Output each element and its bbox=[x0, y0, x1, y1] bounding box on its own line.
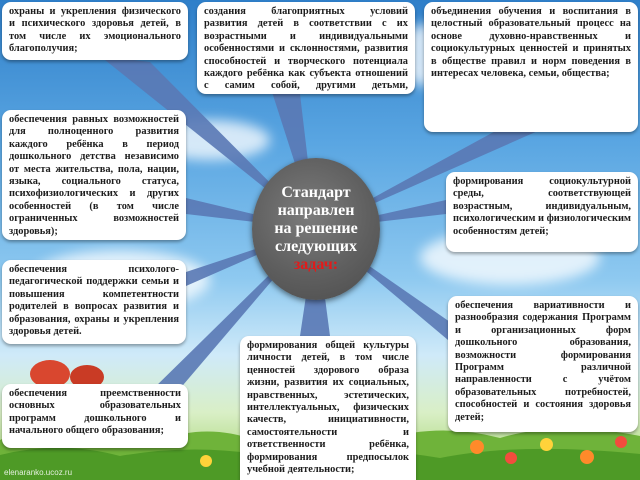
goal-text: обеспечения психолого-педагогической под… bbox=[9, 264, 179, 338]
goal-box-family-support: обеспечения психолого-педагогической под… bbox=[2, 260, 186, 344]
goal-text: обеспечения вариативности и разнообразия… bbox=[455, 300, 631, 423]
flower bbox=[30, 360, 70, 388]
center-line: на решение bbox=[274, 220, 358, 237]
goal-box-continuity: обеспечения преемственности основных обр… bbox=[2, 384, 188, 448]
central-node: Стандарт направлен на решение следующих … bbox=[252, 158, 380, 300]
goal-text: охраны и укрепления физического и психич… bbox=[9, 6, 181, 55]
goal-box-development-conditions: создания благоприятных условий развития … bbox=[197, 2, 415, 94]
goal-box-general-culture: формирования общей культуры личности дет… bbox=[240, 336, 416, 480]
goal-text: обеспечения равных возможностей для полн… bbox=[9, 114, 179, 237]
flower bbox=[615, 436, 627, 448]
center-line: Стандарт bbox=[281, 184, 351, 201]
goal-text: объединения обучения и воспитания в цело… bbox=[431, 6, 631, 80]
goal-text: формирования общей культуры личности дет… bbox=[247, 340, 409, 476]
goal-text: обеспечения преемственности основных обр… bbox=[9, 388, 181, 437]
goal-box-unity-education: объединения обучения и воспитания в цело… bbox=[424, 2, 638, 132]
connector-top-left bbox=[100, 56, 316, 229]
center-line: следующих bbox=[274, 238, 357, 255]
flower bbox=[580, 450, 594, 464]
goal-box-equal-opportunities: обеспечения равных возможностей для полн… bbox=[2, 110, 186, 240]
watermark: elenaranko.ucoz.ru bbox=[4, 468, 73, 477]
flower bbox=[505, 452, 517, 464]
goal-box-variability: обеспечения вариативности и разнообразия… bbox=[448, 296, 638, 432]
flower bbox=[470, 440, 484, 454]
center-line: направлен bbox=[277, 202, 355, 219]
goal-text: формирования социокультурной среды, соот… bbox=[453, 176, 632, 237]
goal-text: создания благоприятных условий развития … bbox=[204, 6, 408, 94]
center-highlight: задач: bbox=[293, 256, 339, 273]
goal-box-sociocultural-environment: формирования социокультурной среды, соот… bbox=[446, 172, 638, 252]
goal-box-health: охраны и укрепления физического и психич… bbox=[2, 2, 188, 60]
flower bbox=[200, 455, 212, 467]
flower bbox=[540, 438, 553, 451]
